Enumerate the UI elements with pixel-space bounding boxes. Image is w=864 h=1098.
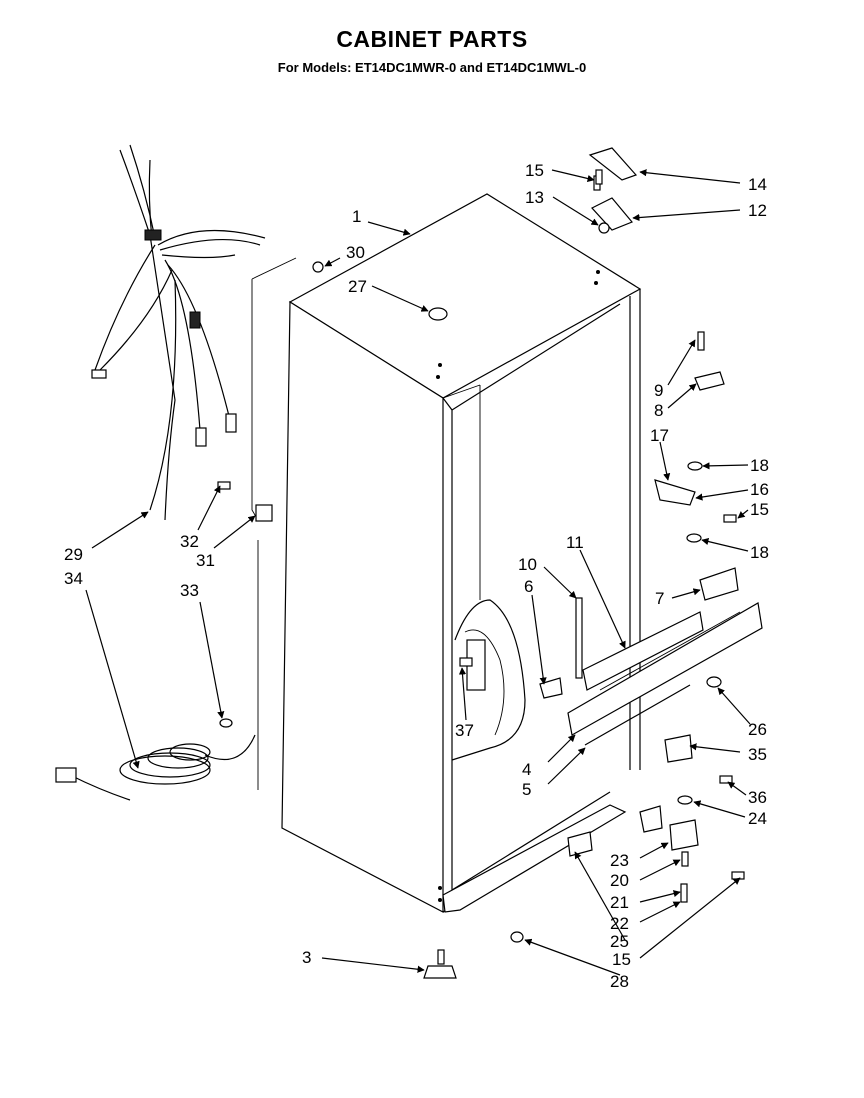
leader-lines bbox=[85, 169, 751, 976]
hinge-parts bbox=[217, 147, 763, 979]
callout-32: 32 bbox=[180, 532, 199, 551]
callout-5: 5 bbox=[522, 780, 531, 799]
callout-21: 21 bbox=[610, 893, 629, 912]
page-subtitle: For Models: ET14DC1MWR-0 and ET14DC1MWL-… bbox=[277, 60, 587, 75]
callout-17: 17 bbox=[650, 426, 669, 445]
page-title: CABINET PARTS bbox=[336, 26, 528, 52]
callout-14: 14 bbox=[748, 175, 767, 194]
callout-3: 3 bbox=[302, 948, 311, 967]
wiring-harness bbox=[91, 144, 266, 521]
callout-24: 24 bbox=[748, 809, 767, 828]
callout-31: 31 bbox=[196, 551, 215, 570]
callout-8: 8 bbox=[654, 401, 663, 420]
callout-12: 12 bbox=[748, 201, 767, 220]
callout-23: 23 bbox=[610, 851, 629, 870]
callout-29: 29 bbox=[64, 545, 83, 564]
cabinet-shell bbox=[281, 193, 642, 913]
power-cord bbox=[55, 734, 256, 801]
callout-labels: 1 3 4 5 6 7 8 9 10 11 12 13 14 15 15 15 … bbox=[64, 161, 769, 991]
callout-9: 9 bbox=[654, 381, 663, 400]
callout-18-top: 18 bbox=[750, 456, 769, 475]
callout-15-top: 15 bbox=[525, 161, 544, 180]
callout-34: 34 bbox=[64, 569, 83, 588]
callout-10: 10 bbox=[518, 555, 537, 574]
callout-25: 25 bbox=[610, 932, 629, 951]
callout-35: 35 bbox=[748, 745, 767, 764]
callout-28: 28 bbox=[610, 972, 629, 991]
callout-15-bottom: 15 bbox=[612, 950, 631, 969]
callout-27: 27 bbox=[348, 277, 367, 296]
callout-30: 30 bbox=[346, 243, 365, 262]
callout-7: 7 bbox=[655, 589, 664, 608]
callout-33: 33 bbox=[180, 581, 199, 600]
callout-26: 26 bbox=[748, 720, 767, 739]
callout-22: 22 bbox=[610, 914, 629, 933]
callout-36: 36 bbox=[748, 788, 767, 807]
callout-37: 37 bbox=[455, 721, 474, 740]
callout-1: 1 bbox=[352, 207, 361, 226]
callout-4: 4 bbox=[522, 760, 531, 779]
callout-16: 16 bbox=[750, 480, 769, 499]
callout-20: 20 bbox=[610, 871, 629, 890]
callout-18-bottom: 18 bbox=[750, 543, 769, 562]
callout-6: 6 bbox=[524, 577, 533, 596]
callout-13: 13 bbox=[525, 188, 544, 207]
callout-11: 11 bbox=[566, 533, 584, 552]
callout-15-mid: 15 bbox=[750, 500, 769, 519]
